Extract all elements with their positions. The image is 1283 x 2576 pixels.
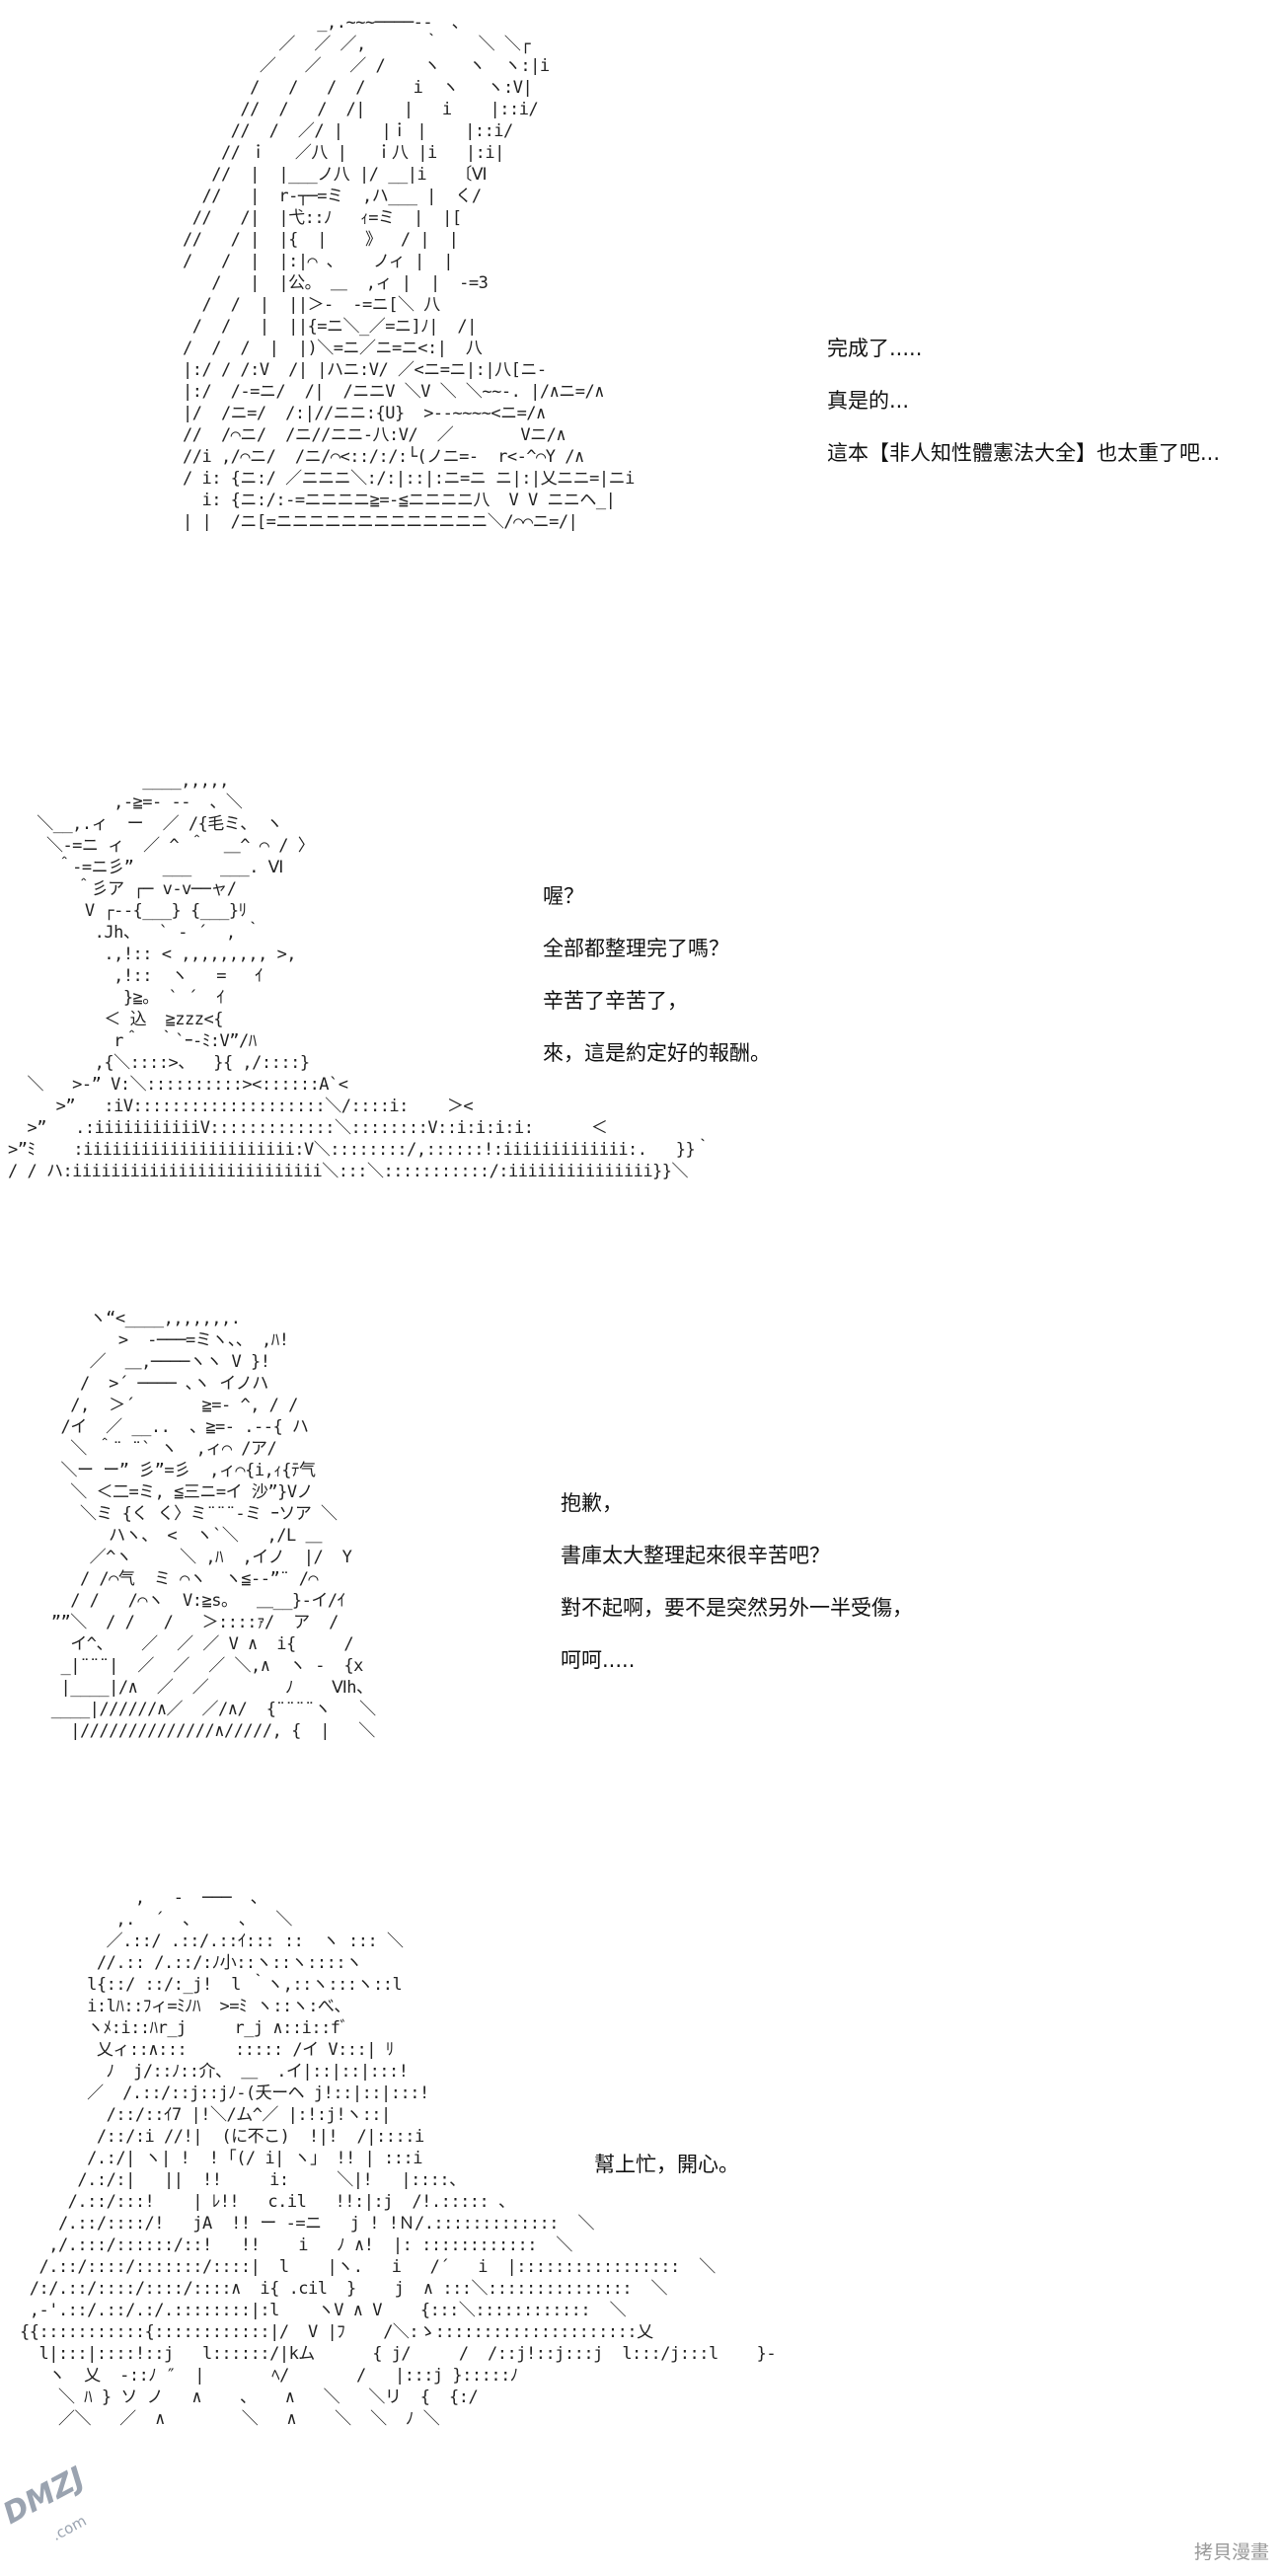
dialogue-line: 抱歉， — [561, 1491, 623, 1515]
watermark-text: 拷貝漫畫 — [1193, 2541, 1269, 2563]
dialogue-line: 全部都整理完了嗎？ — [543, 937, 729, 960]
dialogue-4: 幫上忙，開心。 — [594, 2152, 739, 2204]
dialogue-3: 抱歉， 書庫太大整理起來很辛苦吧？ 對不起啊，要不是突然另外一半受傷， 呵呵..… — [561, 1490, 913, 1700]
dialogue-line: 這本【非人知性體憲法大全】也太重了吧... — [827, 441, 1221, 465]
dialogue-1: 完成了..... 真是的... 這本【非人知性體憲法大全】也太重了吧... — [827, 336, 1220, 492]
panel-1: _,.~~~────‐- 、 ／ ／ ／, ｀ ＼ ＼┌ ／ ／ ／ / ヽ ヽ… — [0, 0, 1283, 750]
dialogue-2: 喔？ 全部都整理完了嗎？ 辛苦了辛苦了， 來，這是約定好的報酬。 — [543, 883, 771, 1093]
ascii-art-girl-with-book: _,.~~~────‐- 、 ／ ／ ／, ｀ ＼ ＼┌ ／ ／ ／ / ヽ ヽ… — [183, 13, 635, 532]
dialogue-line: 喔？ — [543, 884, 584, 908]
ascii-art-man-with-glasses: ____,,,,, ,-≧=- -- 、＼ ＼__,.ィ ー ／ /{毛ミ、 ヽ… — [8, 771, 712, 1181]
dialogue-line: 書庫太大整理起來很辛苦吧？ — [561, 1544, 830, 1567]
panel-2: ____,,,,, ,-≧=- -- 、＼ ＼__,.ィ ー ／ /{毛ミ、 ヽ… — [0, 750, 1283, 1283]
ascii-art-man-with-cap: ヽ“<____,,,,,,,. > -───=ミヽ、、 ,ﾊ! ／ ＿,────… — [50, 1309, 376, 1741]
dialogue-line: 來，這是約定好的報酬。 — [543, 1041, 771, 1065]
panel-4: , - ─── 、 ,. ´ ､ ､ ＼ ／.::/ .::/.::ｲ::: :… — [0, 1856, 1283, 2576]
dialogue-line: 對不起啊，要不是突然另外一半受傷， — [561, 1596, 913, 1620]
dialogue-line: 完成了..... — [827, 337, 923, 360]
dialogue-line: 呵呵..... — [561, 1648, 636, 1672]
dialogue-line: 真是的... — [827, 389, 910, 413]
dialogue-line: 辛苦了辛苦了， — [543, 989, 688, 1013]
panel-3: ヽ“<____,,,,,,,. > -───=ミヽ、、 ,ﾊ! ／ ＿,────… — [0, 1283, 1283, 1856]
dialogue-line: 幫上忙，開心。 — [594, 2153, 739, 2176]
ascii-art-girl-smiling: , - ─── 、 ,. ´ ､ ､ ＼ ／.::/ .::/.::ｲ::: :… — [20, 1888, 777, 2429]
